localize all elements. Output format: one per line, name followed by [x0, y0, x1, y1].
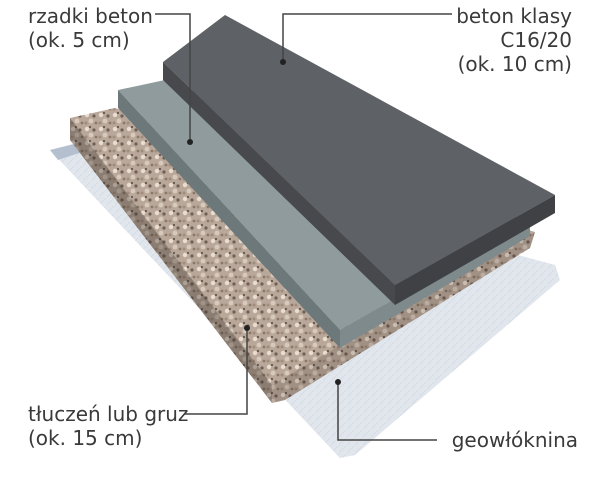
label-rubble-line2: (ok. 15 cm)	[28, 426, 143, 450]
concrete-slab-layer	[163, 15, 555, 305]
label-concrete-line3: (ok. 10 cm)	[457, 52, 572, 76]
label-concrete-line2: C16/20	[500, 28, 572, 52]
leader-concrete	[282, 13, 452, 62]
label-rubble-line1: tłuczeń lub gruz	[28, 402, 189, 426]
label-concrete: beton klasy C16/20 (ok. 10 cm)	[456, 4, 572, 76]
label-rubble: tłuczeń lub gruz (ok. 15 cm)	[28, 402, 188, 450]
label-geotextile: geowłóknina	[452, 428, 578, 452]
label-screed: rzadki beton (ok. 5 cm)	[28, 4, 153, 52]
leader-geotextile	[337, 382, 437, 441]
label-geotextile-line1: geowłóknina	[451, 428, 578, 452]
label-concrete-line1: beton klasy	[456, 4, 572, 28]
leader-screed	[155, 13, 191, 142]
leader-rubble	[185, 328, 248, 415]
label-screed-line2: (ok. 5 cm)	[28, 28, 130, 52]
label-screed-line1: rzadki beton	[28, 4, 153, 28]
leader-lines	[155, 13, 452, 441]
